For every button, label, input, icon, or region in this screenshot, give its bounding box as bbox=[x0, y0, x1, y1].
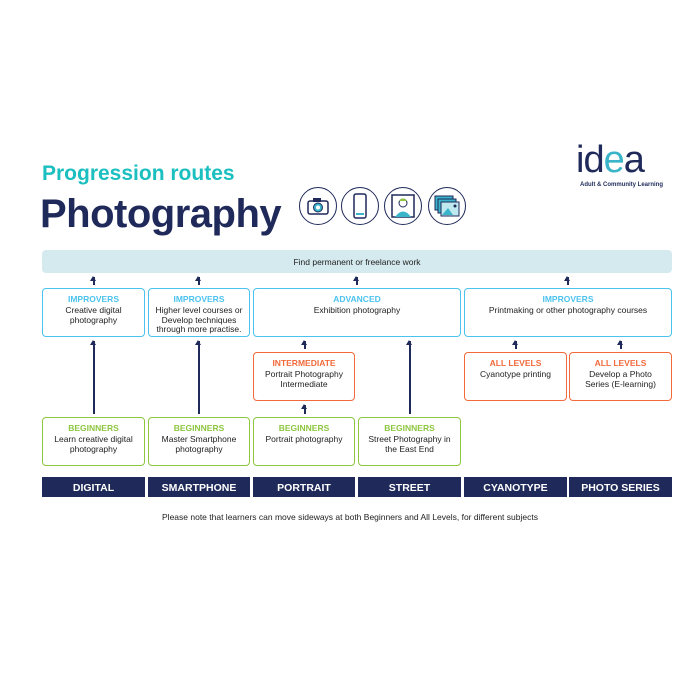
column-cyanotype: CYANOTYPE bbox=[464, 477, 567, 497]
logo: idea Adult & Community Learning bbox=[576, 138, 676, 188]
page-title: Photography bbox=[40, 192, 282, 236]
arrow bbox=[617, 340, 623, 349]
arrow bbox=[353, 276, 359, 285]
logo-tagline: Adult & Community Learning bbox=[580, 182, 663, 188]
level-label: ALL LEVELS bbox=[489, 358, 542, 368]
course-text: Exhibition photography bbox=[313, 305, 401, 316]
arrow bbox=[195, 276, 201, 285]
level-label: IMPROVERS bbox=[173, 294, 225, 304]
level-label: ADVANCED bbox=[333, 294, 381, 304]
subtitle: Progression routes bbox=[42, 162, 235, 185]
column-portrait: PORTRAIT bbox=[253, 477, 355, 497]
column-smartphone: SMARTPHONE bbox=[148, 477, 250, 497]
arrow bbox=[564, 276, 570, 285]
arrow bbox=[512, 340, 518, 349]
course-text: Cyanotype printing bbox=[480, 369, 551, 380]
course-text: Higher level courses or Develop techniqu… bbox=[155, 305, 243, 335]
level-label: IMPROVERS bbox=[542, 294, 594, 304]
smartphone-icon bbox=[341, 187, 379, 225]
course-text: Develop a Photo Series (E-learning) bbox=[585, 369, 656, 389]
level-label: INTERMEDIATE bbox=[272, 358, 336, 368]
arrow bbox=[406, 340, 412, 414]
level-label: BEGINNERS bbox=[173, 423, 225, 433]
photo-series-icon bbox=[428, 187, 466, 225]
course-text: Portrait Photography Intermediate bbox=[265, 369, 343, 389]
level-label: BEGINNERS bbox=[384, 423, 435, 433]
course-text: Creative digital photography bbox=[65, 305, 122, 325]
level-label: ALL LEVELS bbox=[594, 358, 647, 368]
column-street: STREET bbox=[358, 477, 461, 497]
arrow bbox=[90, 340, 96, 414]
logo-wordmark: idea bbox=[576, 139, 645, 181]
footnote: Please note that learners can move sidew… bbox=[162, 512, 538, 522]
arrow bbox=[301, 340, 307, 349]
course-text: Street Photography in the East End bbox=[368, 434, 451, 454]
course-text: Master Smartphone photography bbox=[161, 434, 237, 454]
level-label: BEGINNERS bbox=[68, 423, 119, 433]
level-label: BEGINNERS bbox=[278, 423, 330, 433]
top-bar: Find permanent or freelance work bbox=[42, 250, 672, 273]
column-digital: DIGITAL bbox=[42, 477, 145, 497]
arrow bbox=[301, 404, 307, 414]
level-label: IMPROVERS bbox=[67, 294, 119, 304]
course-text: Portrait photography bbox=[265, 434, 343, 445]
course-text: Learn creative digital photography bbox=[54, 434, 133, 454]
column-photo-series: PHOTO SERIES bbox=[569, 477, 672, 497]
arrow bbox=[90, 276, 96, 285]
portrait-icon bbox=[384, 187, 422, 225]
arrow bbox=[195, 340, 201, 414]
course-text: Printmaking or other photography courses bbox=[488, 305, 648, 316]
camera-icon bbox=[299, 187, 337, 225]
